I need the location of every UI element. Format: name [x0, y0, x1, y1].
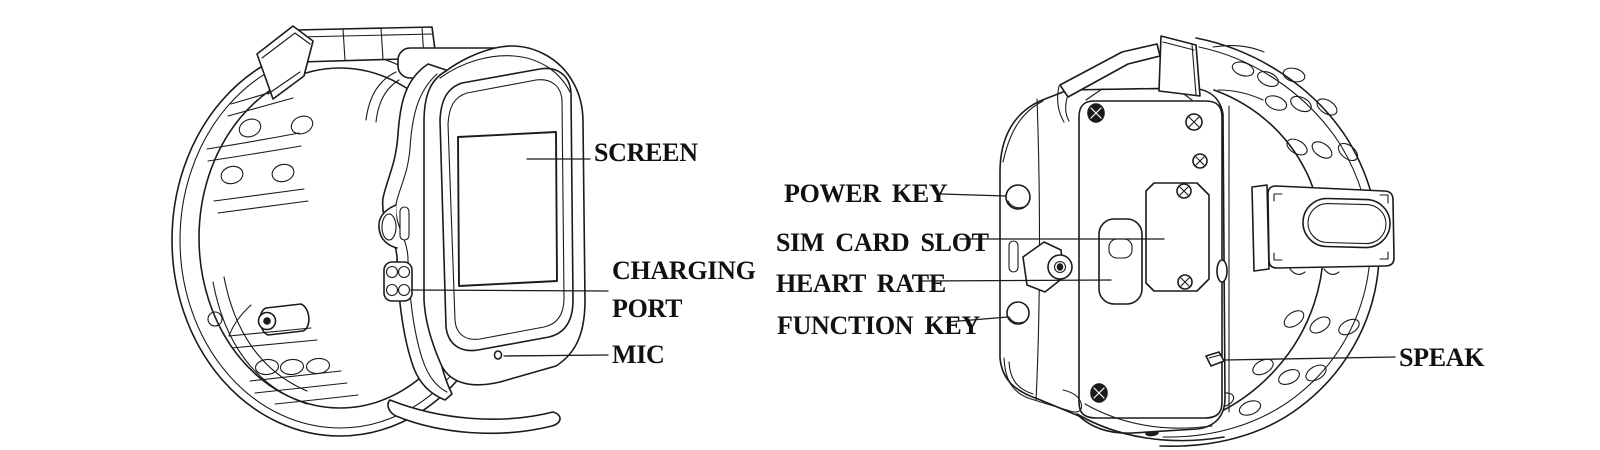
back-view-drawing [999, 35, 1395, 448]
label-charging-port-line1: CHARGING [612, 256, 756, 285]
front-strap-bottom-end [387, 399, 561, 435]
charging-port-contacts [383, 261, 413, 302]
leader-speak [1223, 356, 1396, 361]
leader-lines [410, 158, 1396, 361]
leader-heart-rate [919, 279, 1112, 282]
front-case [423, 45, 586, 386]
label-speak: SPEAK [1399, 343, 1485, 372]
strap-keeper [1251, 184, 1395, 275]
screen-area [457, 131, 558, 287]
power-key-button [1005, 184, 1031, 210]
label-charging-port-line2: PORT [612, 294, 683, 323]
label-function-key: FUNCTION KEY [777, 311, 980, 340]
front-strap-holes-upper [220, 115, 314, 185]
mic-hole [493, 350, 503, 360]
back-side-slot [1008, 240, 1019, 273]
front-case-side [378, 63, 453, 401]
leader-power-key [940, 193, 1007, 197]
leader-function-key [946, 316, 1009, 323]
back-crown [1022, 241, 1073, 293]
crown [378, 204, 398, 249]
label-mic: MIC [612, 340, 665, 369]
label-power-key: POWER KEY [784, 179, 948, 208]
label-sim-card-slot: SIM CARD SLOT [776, 228, 989, 257]
function-key-button [1006, 301, 1030, 325]
front-strap-lower [207, 303, 359, 405]
label-charging-port: CHARGING PORT [612, 252, 756, 328]
keeper-slot [1302, 197, 1391, 249]
back-clasp [1057, 35, 1265, 123]
sim-card-cover [1145, 182, 1210, 292]
front-view-drawing [171, 25, 586, 437]
back-case [999, 87, 1230, 434]
clasp-buckle-plate [256, 25, 314, 100]
heart-rate-sensor [1098, 218, 1143, 305]
side-slot [399, 206, 410, 241]
side-button-profile [1216, 259, 1228, 283]
label-screen: SCREEN [594, 138, 698, 167]
screws [1087, 103, 1208, 403]
label-heart-rate: HEART RATE [776, 269, 946, 298]
speaker-outlet [1205, 351, 1225, 367]
leader-mic [503, 354, 609, 357]
leader-charging-port [410, 289, 609, 292]
